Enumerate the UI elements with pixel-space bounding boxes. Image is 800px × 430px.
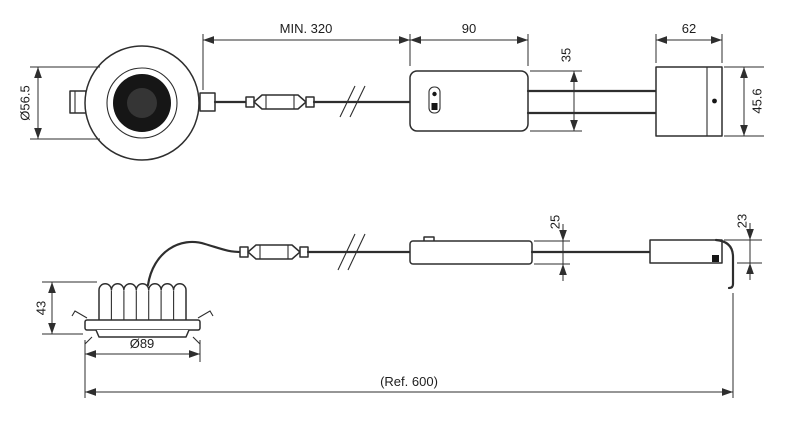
dim-label-driver-width: 35: [559, 48, 574, 62]
dim-driver-width: 35: [530, 48, 582, 132]
junction-box-side: [649, 239, 723, 264]
driver-label-mark: [431, 103, 438, 110]
cable-break-slash-1: [339, 85, 356, 118]
side-view-junction-box: [649, 238, 735, 290]
dim-lamp-height: 43: [34, 281, 97, 335]
dim-label-junction-box-width: 45.6: [750, 88, 765, 113]
lamp-lens-center: [127, 88, 157, 118]
dim-cable-min-length: MIN. 320: [202, 21, 411, 90]
dim-overall-length: (Ref. 600): [85, 293, 734, 398]
junction-box: [655, 66, 723, 137]
dim-label-driver-length: 90: [462, 21, 476, 36]
spring-clip-left: [71, 310, 88, 319]
inline-connector-body: [253, 94, 307, 110]
cable-tail-hook: [714, 238, 735, 290]
dim-label-driver-height: 25: [548, 215, 563, 229]
junction-box-screw: [712, 98, 717, 104]
driver-box: [409, 70, 529, 132]
side-view-lamp: [71, 283, 214, 345]
lamp-bezel-lip: [95, 329, 190, 338]
lamp-heatsink-body: [98, 283, 187, 322]
spring-foot-right: [192, 336, 201, 345]
dim-lamp-diameter: Ø56.5: [18, 66, 100, 140]
dim-label-overall-length: (Ref. 600): [380, 374, 438, 389]
dim-label-lamp-height: 43: [34, 301, 49, 315]
dim-junction-box-length: 62: [655, 21, 723, 63]
dim-driver-height: 25: [534, 215, 570, 281]
inline-connector-end-left: [245, 96, 255, 108]
side-view-driver: [409, 236, 652, 265]
front-view-driver: [409, 70, 658, 132]
dim-junction-box-width: 45.6: [724, 66, 765, 137]
dim-driver-length: 90: [410, 21, 529, 66]
dim-label-flange-diameter: Ø89: [130, 336, 155, 351]
driver-label: [428, 86, 441, 114]
driver-label-dot: [432, 91, 437, 97]
inline-connector-end-right: [299, 246, 309, 258]
lamp-flange: [84, 319, 201, 331]
inline-connector-body: [247, 244, 301, 260]
lamp-bezel-ring: [106, 67, 178, 139]
dim-label-cable-min-length: MIN. 320: [280, 21, 333, 36]
side-view-cabling: [146, 233, 412, 287]
dim-label-junction-box-height: 23: [735, 214, 750, 228]
inline-connector-end-right: [305, 96, 315, 108]
driver-box-side: [409, 240, 533, 265]
dim-flange-diameter: Ø89: [84, 336, 201, 398]
dim-label-lamp-diameter: Ø56.5: [18, 85, 33, 120]
spring-foot-left: [84, 336, 93, 345]
junction-box-gland: [712, 255, 719, 262]
dim-label-junction-box-length: 62: [682, 21, 696, 36]
cable-break-slash-2: [349, 85, 366, 118]
front-view-cabling: [213, 85, 412, 118]
lamp-clip-right: [199, 92, 216, 112]
front-view-lamp: [69, 45, 216, 161]
cable-loop: [146, 240, 244, 287]
spring-clip-right: [197, 310, 214, 319]
cable-break-slash-2: [347, 233, 366, 271]
lamp-clip-left: [69, 90, 87, 114]
inline-connector-end-left: [239, 246, 249, 258]
cable-break-slash-1: [337, 233, 356, 271]
dim-junction-box-height: 23: [724, 214, 762, 280]
front-view-junction-box: [655, 66, 723, 137]
